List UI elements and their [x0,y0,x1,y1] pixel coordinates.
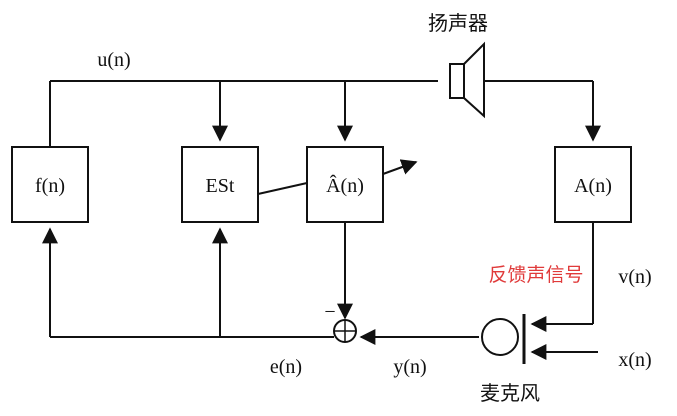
e-signal-label: e(n) [270,356,302,378]
a-block-label: A(n) [574,175,612,197]
f-block [11,146,89,223]
speaker-label: 扬声器 [428,11,488,35]
microphone-icon [481,314,526,364]
y-signal-label: y(n) [393,356,426,378]
a-hat-block [306,146,384,223]
speaker-icon [449,41,485,119]
est-block-label: ESt [206,175,235,197]
microphone-label: 麦克风 [480,381,540,405]
f-block-label: f(n) [35,175,65,197]
est-block [181,146,259,223]
minus-sign: − [324,301,335,323]
est-to-ahat-link [257,182,308,195]
feedback-signal-label: 反馈声信号 [488,264,583,286]
u-signal-label: u(n) [97,49,130,71]
summing-junction-icon [333,319,357,343]
x-signal-label: x(n) [618,349,651,371]
v-signal-label: v(n) [618,266,651,288]
adaptation-arrow [382,159,418,175]
a-hat-block-label: Â(n) [326,174,364,197]
